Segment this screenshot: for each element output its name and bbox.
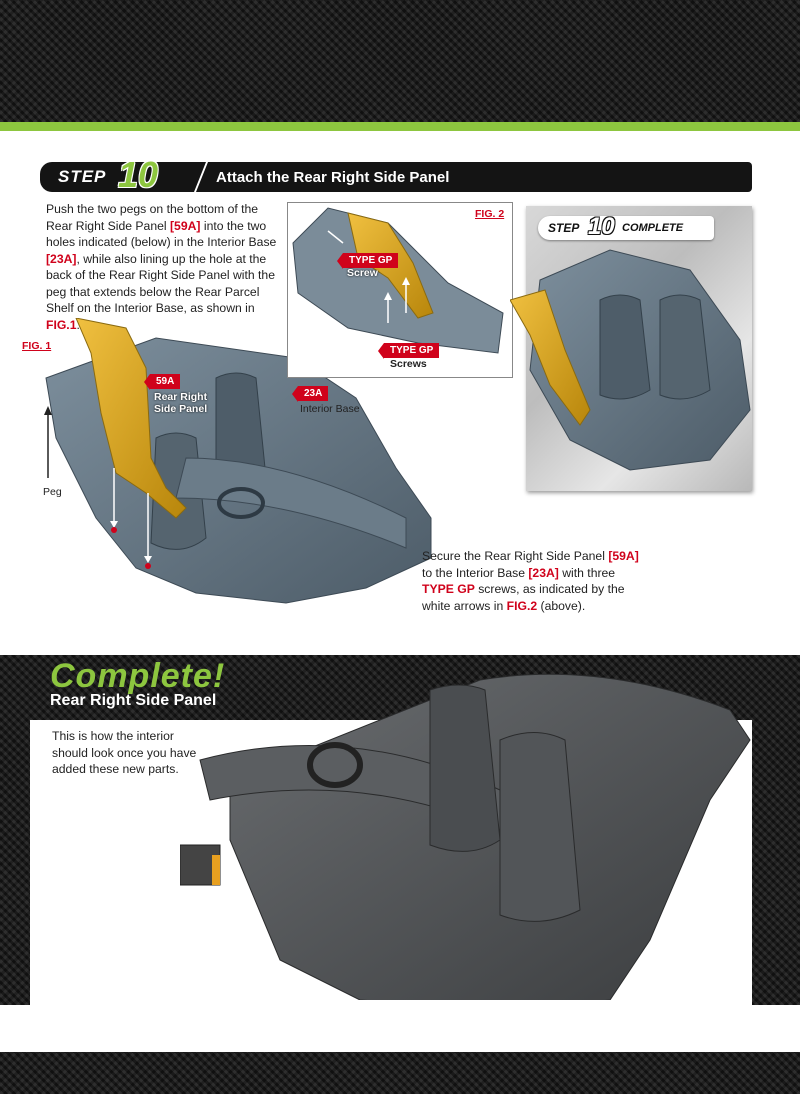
secure-part-ref-59a: [59A] xyxy=(608,549,639,563)
step-complete-illustration xyxy=(510,249,751,471)
fig1-ref: FIG.1 xyxy=(46,317,77,332)
label-59a-line2: Side Panel xyxy=(154,403,208,415)
intro-instructions: Push the two pegs on the bottom of the R… xyxy=(46,201,286,333)
secure-text-3: with three xyxy=(558,565,616,580)
green-stripe xyxy=(0,122,800,131)
complete-interior-illustration xyxy=(180,673,751,1000)
tag-type-gp-screws: TYPE GP xyxy=(377,343,440,359)
badge-step-word: STEP xyxy=(548,221,580,235)
secure-text-2: to the Interior Base xyxy=(422,565,529,580)
step-number: 10 xyxy=(118,154,159,195)
intro-text-2: into the two holes indicated (below) in … xyxy=(46,218,277,250)
step-word: STEP xyxy=(58,167,107,186)
secure-part-ref-23a: [23A] xyxy=(528,565,559,580)
fig2-label: FIG. 2 xyxy=(475,208,505,220)
label-screws: Screws xyxy=(390,358,427,370)
secure-text-4: screws, as indicated by the white arrows… xyxy=(422,582,625,613)
complete-heading: Complete! xyxy=(50,657,226,695)
header-slash-decoration xyxy=(194,162,208,192)
top-carbon-banner xyxy=(0,0,800,122)
intro-text-4: . xyxy=(76,317,80,332)
tag-23a: 23A xyxy=(291,386,329,402)
part-ref-59a: [59A] xyxy=(169,218,201,233)
tag-59a: 59A xyxy=(143,374,181,390)
badge-complete-word: COMPLETE xyxy=(622,222,684,234)
tag-type-gp-screw: TYPE GP xyxy=(336,253,399,269)
label-23a-name: Interior Base xyxy=(300,403,360,415)
fig1-label: FIG. 1 xyxy=(22,340,52,352)
part-ref-23a: [23A] xyxy=(46,251,77,266)
complete-subtitle: Rear Right Side Panel xyxy=(50,692,217,709)
label-peg: Peg xyxy=(43,486,62,498)
step-header-bar xyxy=(40,162,752,192)
label-59a-line1: Rear Right xyxy=(154,391,208,403)
label-screw: Screw xyxy=(347,267,378,279)
secure-text-5: (above). xyxy=(537,598,586,613)
secure-type-gp: TYPE GP xyxy=(422,582,475,596)
secure-instructions: Secure the Rear Right Side Panel [59A] t… xyxy=(422,548,642,614)
step-complete-badge xyxy=(538,216,714,240)
fig2-ref: FIG.2 xyxy=(506,598,538,613)
intro-text-3: , while also lining up the hole at the b… xyxy=(46,251,275,316)
bottom-carbon-strip xyxy=(0,1052,800,1094)
secure-text-1: Secure the Rear Right Side Panel xyxy=(422,549,609,563)
intro-text-1: Push the two pegs on the bottom of the R… xyxy=(46,202,259,233)
label-59a-name: Rear Right Side Panel xyxy=(154,391,207,415)
step-title: Attach the Rear Right Side Panel xyxy=(216,169,450,186)
fig1-illustration xyxy=(44,318,432,604)
complete-description: This is how the interior should look onc… xyxy=(52,729,197,776)
badge-step-number: 10 xyxy=(588,213,615,240)
